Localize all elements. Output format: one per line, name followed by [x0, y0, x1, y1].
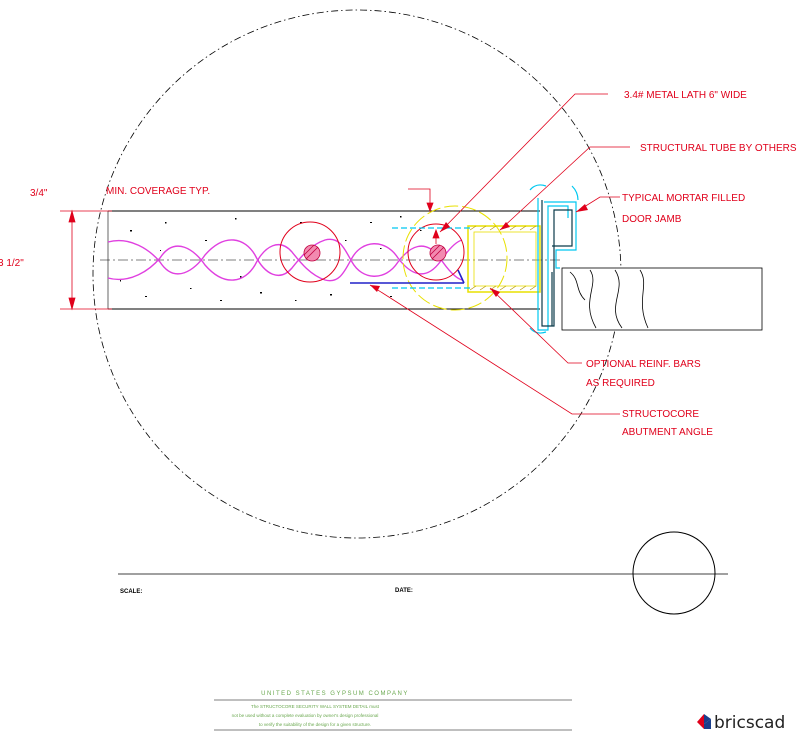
disclaimer-line1: The STRUCTOCORE SECURITY WALL SYSTEM DET…	[251, 704, 380, 709]
bricscad-logo-text: bricscad	[714, 713, 785, 733]
door-jamb-frame	[392, 184, 579, 334]
wood-door	[561, 267, 763, 331]
abutment-angle	[350, 269, 465, 284]
company-name: UNITED STATES GYPSUM COMPANY	[261, 691, 409, 697]
label-angle-line1: STRUCTOCORE	[622, 409, 699, 420]
label-metal-lath: 3.4# METAL LATH 6" WIDE	[624, 90, 747, 101]
label-structural-tube: STRUCTURAL TUBE BY OTHERS	[640, 143, 797, 154]
date-label: DATE:	[395, 588, 413, 594]
leader-lines	[369, 93, 630, 415]
reinf-bar-right	[407, 223, 465, 281]
coverage-circle	[402, 205, 508, 311]
title-block-circle	[632, 531, 716, 615]
dim-top: 3/4"	[30, 188, 48, 199]
scale-label: SCALE:	[120, 589, 142, 595]
structural-tube	[467, 225, 541, 293]
jamb-steel-dark	[541, 200, 573, 327]
wall-core	[100, 210, 560, 310]
aggregate-dots	[120, 216, 422, 301]
leader-arrows	[370, 204, 588, 297]
reinf-bar-left	[279, 221, 341, 283]
bricscad-logo: bricscad	[697, 713, 785, 733]
label-mortar-line1: TYPICAL MORTAR FILLED	[622, 193, 745, 204]
label-angle-line2: ABUTMENT ANGLE	[622, 427, 713, 438]
label-reinf-line1: OPTIONAL REINF. BARS	[586, 359, 701, 370]
bricscad-logo-icon	[697, 714, 711, 729]
disclaimer-line3: to verify the suitability of the design …	[259, 722, 371, 727]
dim-left: 3 1/2"	[0, 258, 24, 269]
title-block: SCALE: DATE: UNITED STATES GYPSUM COMPAN…	[118, 531, 728, 731]
label-mortar-line2: DOOR JAMB	[622, 214, 682, 225]
label-min-coverage: MIN. COVERAGE TYP.	[106, 186, 210, 197]
dimension-lines	[60, 188, 440, 311]
disclaimer-line2: not be used without a complete evaluatio…	[232, 713, 379, 718]
label-reinf-line2: AS REQUIRED	[586, 378, 655, 389]
